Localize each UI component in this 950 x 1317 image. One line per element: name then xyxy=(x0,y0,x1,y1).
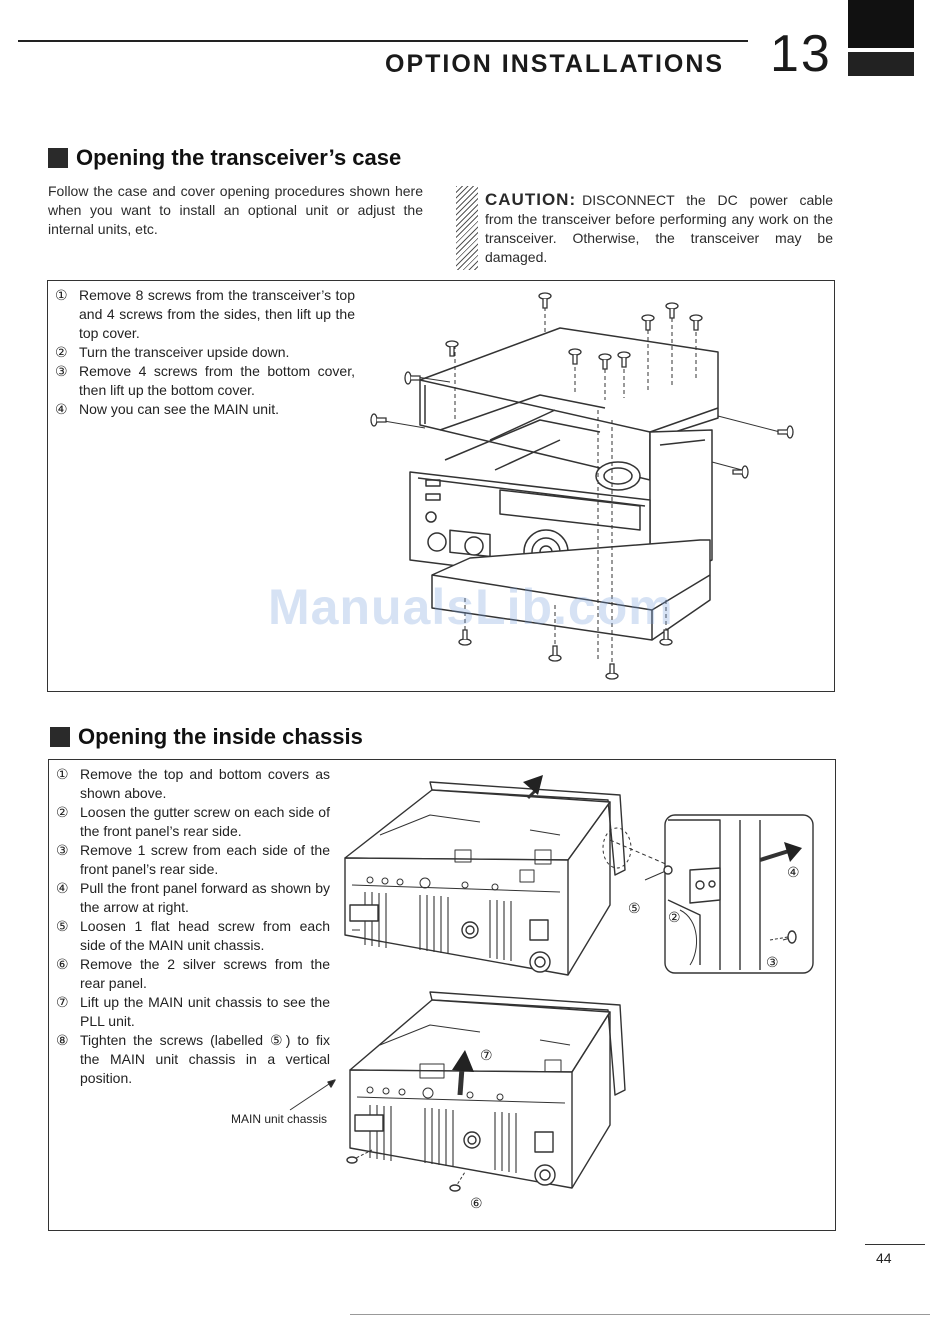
caution-text: DISCONNECT the DC power cable from the t… xyxy=(485,192,833,265)
callout-6: ⑥ xyxy=(470,1195,483,1211)
chapter-tab xyxy=(848,0,914,48)
section-title-text: Opening the transceiver’s case xyxy=(76,145,402,170)
callout-4: ④ xyxy=(787,864,800,880)
callout-3: ③ xyxy=(766,954,779,970)
chapter-title: OPTION INSTALLATIONS xyxy=(385,50,725,78)
transceiver-exploded-diagram xyxy=(370,292,794,680)
footer-rule xyxy=(865,1244,925,1245)
callout-2: ② xyxy=(668,909,681,925)
callout-7: ⑦ xyxy=(480,1047,493,1063)
caution-hatch-icon xyxy=(456,186,478,270)
header-rule xyxy=(18,40,748,42)
section-bullet-icon xyxy=(48,148,68,168)
callout-5: ⑤ xyxy=(628,900,641,916)
section-bullet-icon xyxy=(50,727,70,747)
chapter-number: 13 xyxy=(770,25,832,83)
section-title-chassis: Opening the inside chassis xyxy=(50,724,363,750)
intro-paragraph: Follow the case and cover opening proced… xyxy=(48,183,423,237)
section-title-case: Opening the transceiver’s case xyxy=(48,145,401,171)
watermark: ManualsLib.com xyxy=(268,579,674,635)
caution-note: CAUTION:DISCONNECT the DC power cable fr… xyxy=(485,190,833,267)
chassis-figure-box xyxy=(48,759,836,1231)
caution-label: CAUTION: xyxy=(485,190,577,209)
page-number: 44 xyxy=(876,1250,892,1266)
main-unit-caption: MAIN unit chassis xyxy=(231,1112,328,1126)
section-title-text: Opening the inside chassis xyxy=(78,724,363,749)
chapter-tab-lower xyxy=(848,52,914,76)
case-figure-box xyxy=(47,280,835,692)
bottom-rule xyxy=(350,1314,930,1315)
